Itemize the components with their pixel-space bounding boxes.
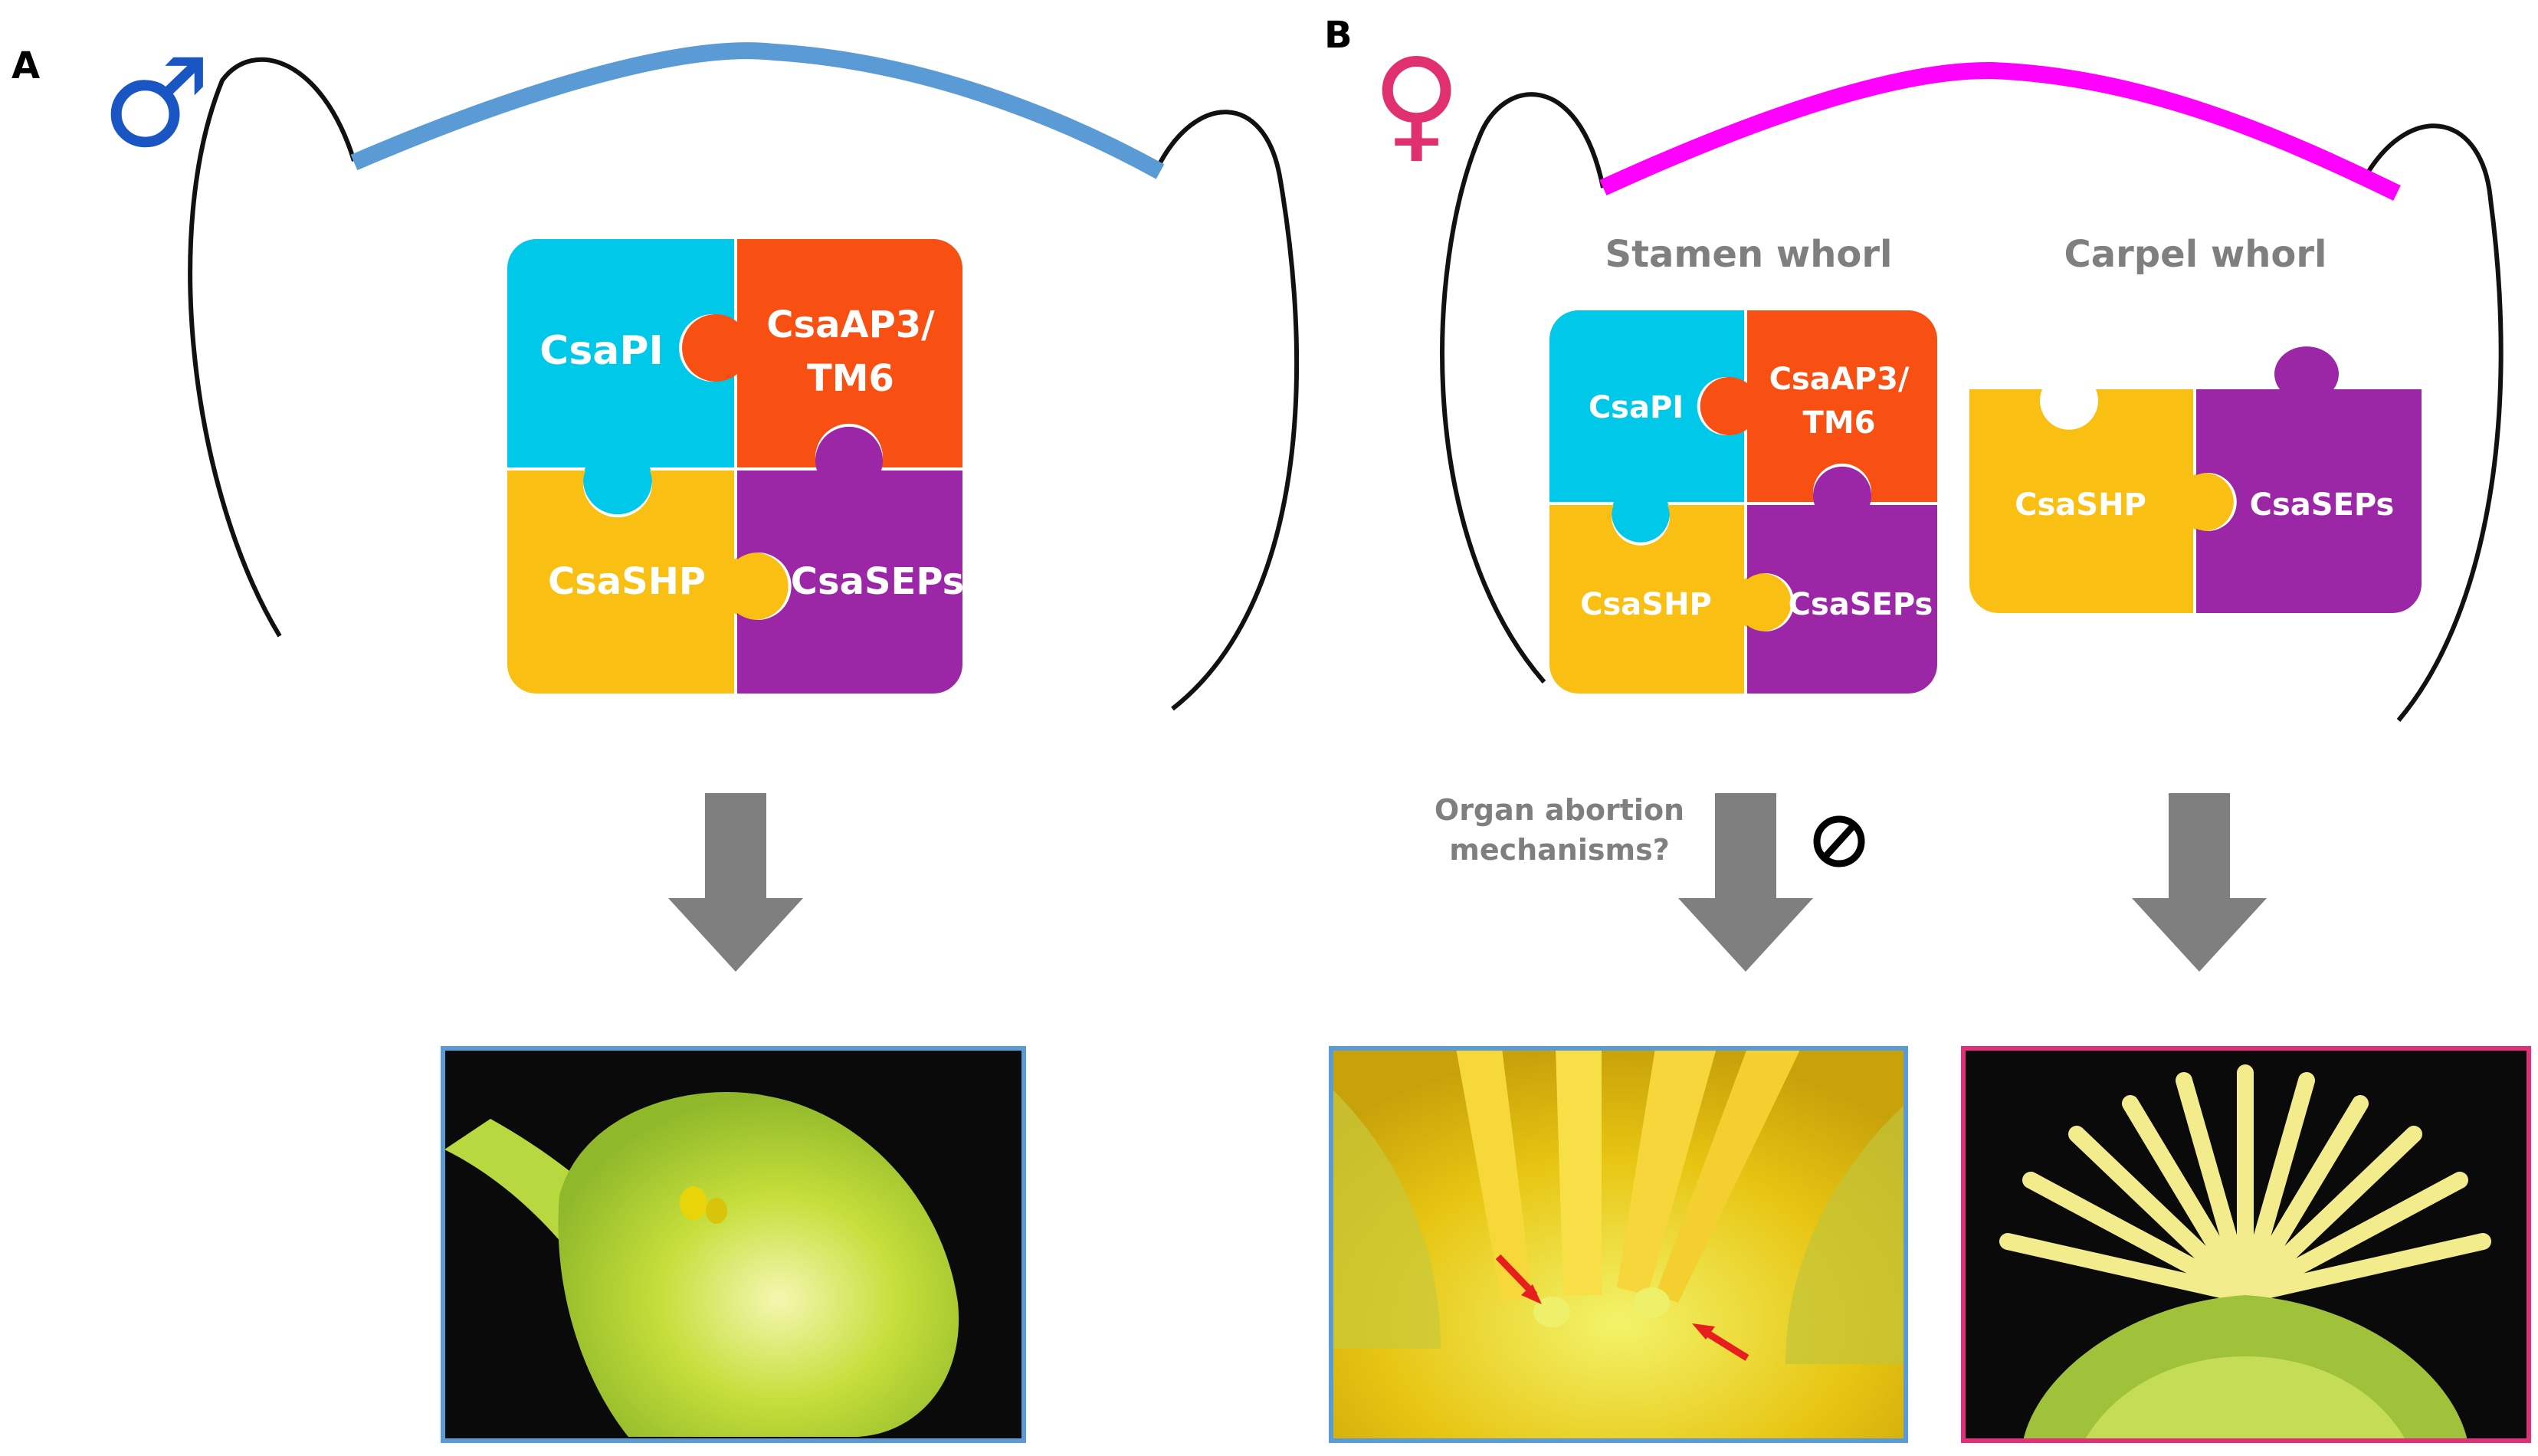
puzzle-stamen-whorl: CsaPI CsaAP3/ TM6 CsaSHP CsaSEPs [1549, 310, 1937, 694]
label-csaap3-stamen-line1: CsaAP3/ [1769, 362, 1910, 397]
puzzle-piece-seps-carpel: CsaSEPs [2196, 346, 2422, 613]
photo-aborted-stamens [1329, 1046, 1908, 1443]
puzzle-piece-seps-stamen: CsaSEPs [1747, 466, 1937, 694]
label-csaseps: CsaSEPs [791, 560, 964, 603]
male-symbol-icon: ♂ [101, 31, 211, 175]
label-csapi: CsaPI [539, 328, 664, 374]
puzzle-piece-seps: CsaSEPs [737, 426, 964, 694]
label-csashp-carpel: CsaSHP [2015, 487, 2146, 523]
organ-abortion-line2: mechanisms? [1449, 833, 1670, 867]
prohibition-icon [1813, 815, 1865, 867]
puzzle-carpel-whorl: CsaSHP CsaSEPs [1969, 346, 2422, 613]
photo-female-flower [1961, 1046, 2531, 1443]
arrow-down-carpel [2132, 793, 2267, 972]
label-csashp: CsaSHP [548, 560, 706, 603]
puzzle-piece-ap3-stamen: CsaAP3/ TM6 [1700, 310, 1937, 502]
puzzle-piece-ap3-tm6: CsaAP3/ TM6 [682, 239, 962, 467]
flower-outline-left-b [1440, 92, 1605, 684]
carpel-whorl-label: Carpel whorl [2064, 233, 2327, 276]
arrow-down-stamen [1678, 793, 1813, 972]
flower-outline-right-b [2366, 123, 2504, 722]
puzzle-piece-pi-stamen: CsaPI [1549, 310, 1744, 543]
puzzle-piece-shp-stamen: CsaSHP [1549, 505, 1792, 694]
label-csaseps-carpel: CsaSEPs [2250, 487, 2395, 523]
panel-b-label: B [1324, 14, 1353, 57]
stigma-fan [1999, 1064, 2491, 1304]
stigma-line-male [350, 42, 1165, 179]
label-csaap3-line2: TM6 [807, 357, 894, 400]
label-csaap3-line1: CsaAP3/ [766, 303, 935, 346]
stamen-whorl-label: Stamen whorl [1605, 233, 1893, 276]
arrow-down-male [668, 793, 803, 972]
label-csapi-stamen: CsaPI [1589, 390, 1684, 425]
puzzle-piece-pi: CsaPI [507, 239, 734, 515]
label-csaap3-stamen-line2: TM6 [1803, 405, 1876, 441]
puzzle-piece-shp-carpel: CsaSHP [1969, 389, 2234, 613]
organ-abortion-line1: Organ abortion [1435, 793, 1684, 827]
female-symbol-icon: ♀ [1372, 31, 1461, 175]
photo-male-flower [441, 1046, 1026, 1443]
puzzle-abce-male: CsaPI CsaAP3/ TM6 CsaSHP CsaSEPs [507, 239, 964, 694]
label-csashp-stamen: CsaSHP [1580, 587, 1712, 622]
stigma-line-female [1599, 61, 2401, 201]
panel-a-label: A [11, 44, 40, 87]
label-csaseps-stamen: CsaSEPs [1789, 587, 1933, 622]
flower-outline-right [1155, 110, 1300, 711]
puzzle-piece-shp: CsaSHP [507, 471, 789, 694]
flower-outline-left [188, 57, 356, 638]
panel-a: A ♂ CsaPI CsaAP3/ TM6 CsaSHP CsaSE [11, 31, 1300, 1443]
panel-b: B ♀ Stamen whorl Carpel whorl CsaPI CsaA… [1324, 14, 2531, 1443]
